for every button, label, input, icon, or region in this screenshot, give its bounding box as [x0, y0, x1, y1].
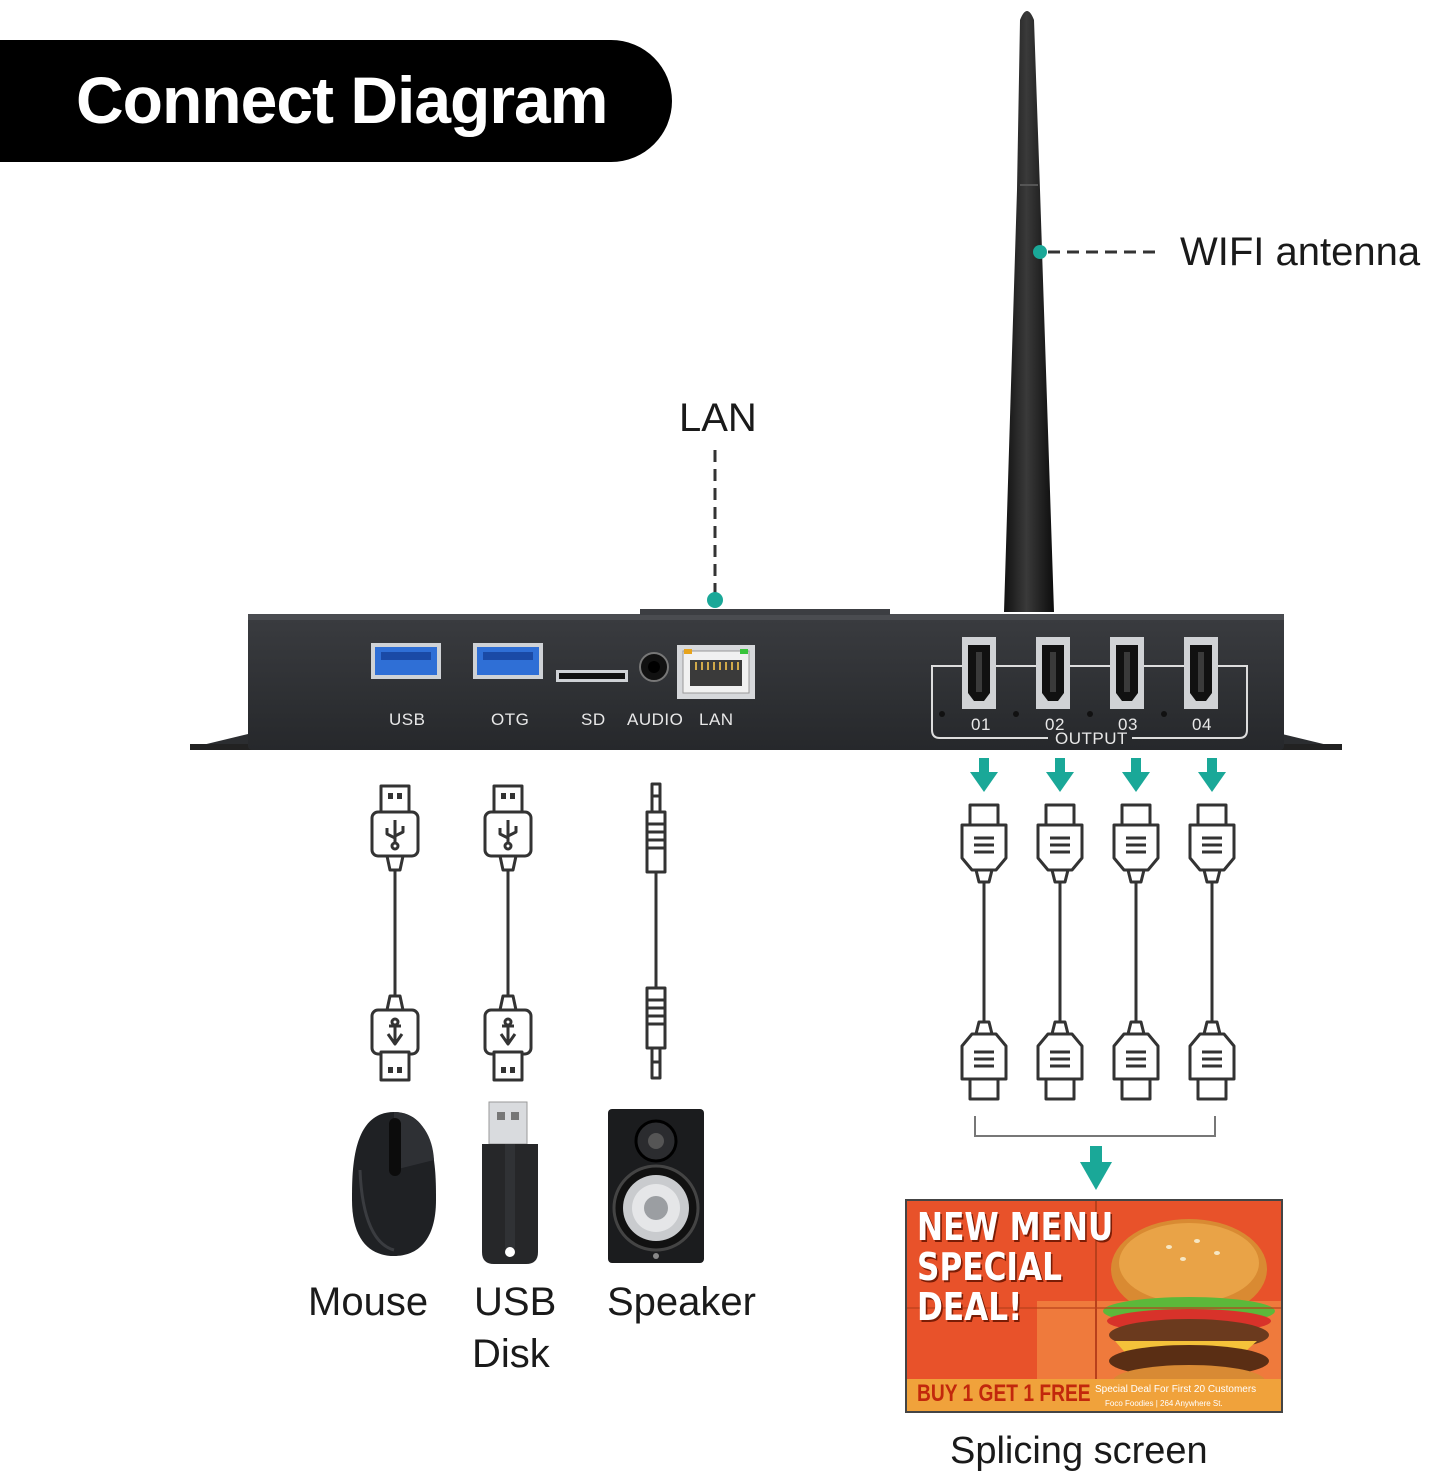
- poster-offer-bar: [907, 1379, 1281, 1411]
- hdmi-port-03: [1110, 637, 1144, 709]
- wifi-antenna: [1004, 11, 1054, 612]
- hdmi-output-arrows: [970, 758, 1226, 792]
- speaker-icon: [608, 1109, 704, 1263]
- splice-arrow: [1080, 1146, 1112, 1190]
- lan-port-label: LAN: [699, 710, 734, 729]
- hdmi-cable-01: [960, 803, 1008, 1101]
- media-player-device: [190, 609, 1342, 750]
- lan-callout-dot: [707, 592, 723, 608]
- usb-disk-label-line2: Disk: [472, 1332, 550, 1376]
- lan-port: [677, 645, 755, 699]
- usb-port-label: USB: [389, 710, 426, 729]
- hdmi-port-04: [1184, 637, 1218, 709]
- mouse-icon: [352, 1112, 436, 1256]
- title-banner: [0, 40, 672, 162]
- poster-subtext: Special Deal For First 20 Customers: [1095, 1384, 1257, 1395]
- hdmi-01-label: 01: [971, 715, 991, 734]
- audio-cable: [645, 782, 667, 1080]
- splicing-screen: NEW MENU SPECIAL DEAL! BUY 1 GET 1 FREE …: [905, 1199, 1283, 1413]
- page-title: Connect Diagram: [76, 63, 608, 137]
- output-indicator-dots: [939, 711, 1167, 717]
- usb-disk-label-line1: USB: [474, 1280, 557, 1324]
- hdmi-03-label: 03: [1118, 715, 1138, 734]
- hdmi-port-01: [962, 637, 996, 709]
- splicing-screen-label: Splicing screen: [950, 1430, 1208, 1472]
- hdmi-04-label: 04: [1192, 715, 1212, 734]
- usb-cable-disk: [483, 784, 533, 1082]
- wifi-callout-dot: [1033, 245, 1047, 259]
- usb-disk-icon: [482, 1101, 538, 1264]
- audio-jack: [639, 652, 669, 682]
- poster-offer: BUY 1 GET 1 FREE: [917, 1380, 1091, 1407]
- hdmi-02-label: 02: [1045, 715, 1065, 734]
- hdmi-cable-02: [1036, 803, 1084, 1101]
- otg-port: [473, 643, 543, 679]
- usb-cable-mouse: [370, 784, 420, 1082]
- sd-slot-label: SD: [581, 710, 606, 729]
- output-label: OUTPUT: [1055, 729, 1128, 748]
- speaker-label: Speaker: [607, 1280, 756, 1324]
- sd-slot: [556, 670, 628, 682]
- mouse-label: Mouse: [308, 1280, 429, 1324]
- splice-bracket: [974, 1116, 1216, 1137]
- lan-callout-label: LAN: [679, 396, 757, 440]
- hdmi-cable-03: [1112, 803, 1160, 1101]
- burger-image: [907, 1201, 1281, 1411]
- hdmi-cable-04: [1188, 803, 1236, 1101]
- hdmi-port-02: [1036, 637, 1070, 709]
- otg-port-label: OTG: [491, 710, 530, 729]
- poster-headline: NEW MENU SPECIAL DEAL!: [917, 1205, 1114, 1329]
- wifi-antenna-label: WIFI antenna: [1180, 230, 1421, 274]
- output-bracket: [931, 665, 1248, 739]
- usb-port: [371, 643, 441, 679]
- audio-jack-label: AUDIO: [627, 710, 684, 729]
- poster-address: Foco Foodies | 264 Anywhere St.: [1105, 1399, 1223, 1408]
